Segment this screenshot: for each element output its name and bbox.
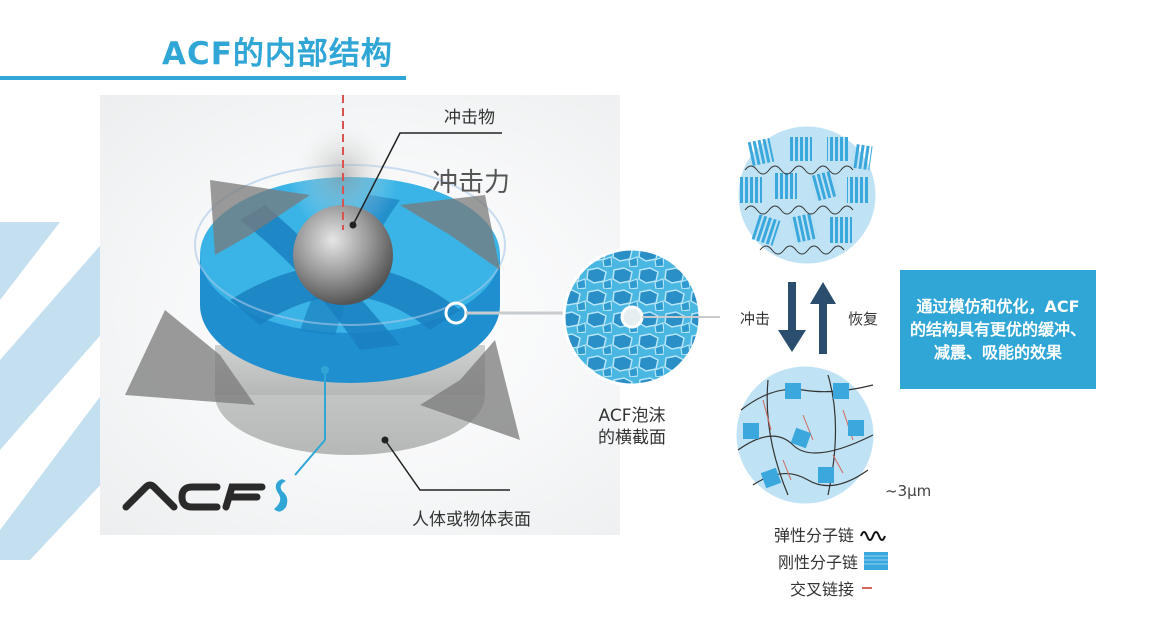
scale-label: ~3μm — [885, 482, 932, 500]
red-dash-icon — [862, 587, 872, 589]
impact-arrow-label: 冲击 — [740, 310, 771, 328]
callout-box: 通过模仿和优化，ACF的结构具有更优的缓冲、减震、吸能的效果 — [900, 270, 1096, 389]
legend: 弹性分子链 刚性分子链 交叉链接 — [748, 522, 888, 600]
down-arrow-icon — [778, 282, 806, 352]
acf-disc-illustration — [125, 95, 620, 491]
legend-item-rigid-chain: 刚性分子链 — [748, 549, 888, 573]
foam-cross-section-label: ACF泡沫 的横截面 — [598, 406, 666, 448]
impact-object-label: 冲击物 — [444, 108, 495, 128]
molecular-structure-relaxed — [733, 363, 877, 507]
legend-item-crosslink: 交叉链接 — [748, 576, 888, 600]
foam-cross-section — [562, 247, 720, 387]
legend-item-elastic-chain: 弹性分子链 — [748, 522, 888, 546]
acf-illustration — [100, 95, 620, 535]
impact-force-label: 冲击力 — [432, 168, 511, 198]
recover-arrow-label: 恢复 — [848, 310, 879, 328]
acf-logo-icon — [122, 479, 288, 512]
molecular-structure-compressed — [735, 123, 879, 267]
impact-recover-arrows — [778, 282, 836, 354]
callout-text: 通过模仿和优化，ACF的结构具有更优的缓冲、减震、吸能的效果 — [910, 297, 1087, 362]
surface-label: 人体或物体表面 — [412, 510, 531, 530]
page-title: ACF的内部结构 — [162, 36, 393, 72]
title-underline — [0, 76, 406, 80]
decorative-stripes — [0, 222, 105, 560]
blue-block-icon — [864, 552, 888, 570]
wave-icon — [860, 531, 886, 541]
up-arrow-icon — [810, 282, 836, 354]
